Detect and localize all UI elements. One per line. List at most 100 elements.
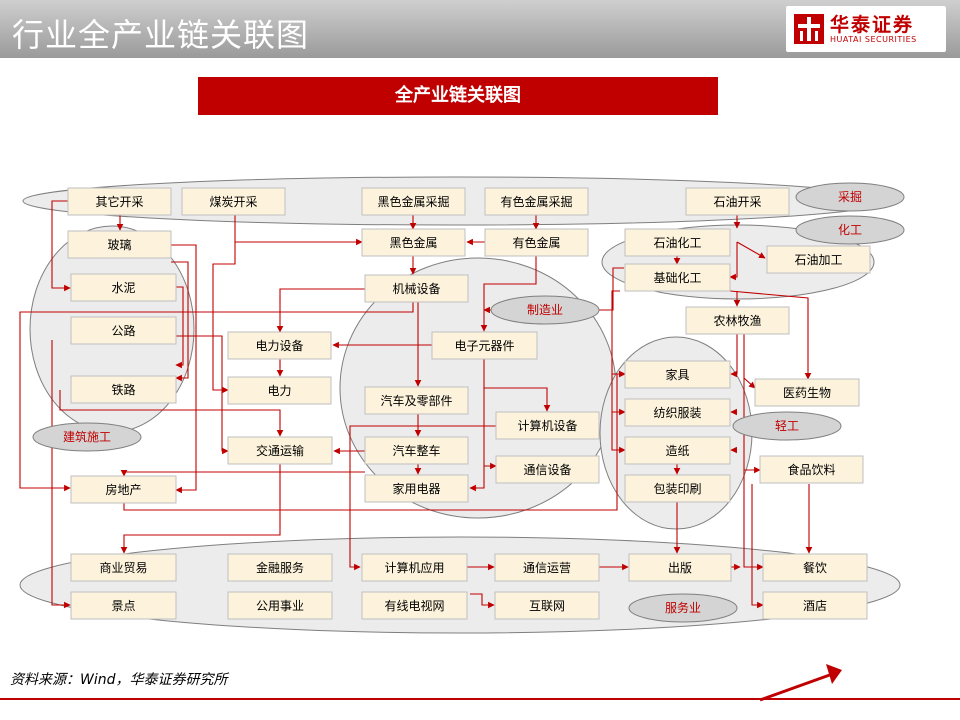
edge [483, 358, 551, 412]
node-qiche-zc-box [364, 436, 469, 465]
node-label: 商业贸易 [99, 560, 147, 575]
node-label: 计算机设备 [517, 418, 577, 433]
tag-manufacturing-label: 制造业 [527, 303, 563, 317]
node-label: 有色金属 [512, 235, 560, 250]
node-label: 基础化工 [653, 271, 701, 285]
node-label: 玻璃 [107, 238, 131, 252]
edge [120, 470, 365, 477]
node-dianli-box [227, 376, 332, 405]
tag-manufacturing [490, 295, 600, 325]
node-jisuanji-yy-box [361, 553, 468, 582]
node-label: 其它开采 [95, 194, 143, 209]
edge [729, 290, 812, 380]
node-label: 景点 [111, 599, 135, 613]
edge-layer [19, 200, 813, 609]
logo-text-cn: 华泰证券 [830, 14, 915, 36]
node-label: 通信运营 [523, 561, 571, 575]
edge [175, 286, 184, 369]
node-dianzi-box [431, 331, 538, 360]
node-label: 金融服务 [256, 560, 304, 575]
page-title: 行业全产业链关联图 [12, 16, 310, 54]
node-label: 机械设备 [392, 281, 440, 296]
edge [276, 288, 365, 333]
node-jingdian-box [70, 591, 177, 620]
node-youse-cai-box [484, 187, 589, 216]
node-shiyou-kai-box [685, 187, 790, 216]
node-jiayong-box [364, 474, 469, 503]
node-jiudian-box [762, 591, 868, 620]
node-label: 通信设备 [523, 463, 571, 477]
edge [743, 377, 756, 389]
node-label: 铁路 [111, 382, 135, 397]
edge [469, 466, 485, 492]
node-label: 家用电器 [392, 481, 440, 496]
node-canyin-box [762, 553, 868, 582]
node-label: 农林牧渔 [713, 314, 761, 328]
node-label: 出版 [668, 561, 692, 575]
node-label: 石油加工 [794, 253, 842, 267]
node-label: 水泥 [111, 281, 135, 295]
node-tongxin-sb-box [495, 455, 600, 484]
node-label: 汽车及零部件 [380, 393, 452, 408]
node-qita-box [67, 187, 172, 216]
node-qiche-bj-box [364, 386, 469, 415]
edge [743, 470, 764, 571]
node-jiaotong-box [227, 436, 333, 465]
node-youse-box [484, 228, 589, 257]
node-gonggong-box [227, 591, 333, 620]
node-label: 食品饮料 [787, 462, 835, 477]
node-shuini-box [70, 273, 177, 302]
node-nonglin-box [685, 306, 790, 335]
node-heise-box [361, 228, 466, 257]
node-jiaju-box [624, 360, 731, 389]
node-tielu-box [70, 375, 177, 404]
node-label: 公路 [111, 323, 135, 338]
edge [171, 244, 197, 494]
edge [176, 335, 229, 455]
node-heise-cai-box [361, 187, 466, 216]
node-label: 汽车整车 [392, 443, 440, 458]
tag-construction [32, 422, 142, 452]
node-label: 黑色金属采掘 [377, 194, 449, 209]
header-bar: 行业全产业链关联图 华泰证券 HUATAI SECURITIES [0, 0, 960, 58]
node-fangzhi-box [624, 398, 731, 427]
node-label: 酒店 [803, 599, 827, 613]
edge [171, 261, 189, 382]
node-hulianwang-box [494, 591, 600, 620]
tag-chemical [795, 215, 905, 245]
node-label: 房地产 [105, 482, 141, 497]
edge [751, 484, 764, 609]
node-dianli-sb-box [227, 331, 332, 360]
node-label: 家具 [665, 367, 689, 382]
edge [611, 290, 626, 378]
node-zaozhi-box [624, 436, 731, 465]
tag-service [628, 593, 738, 623]
node-label: 造纸 [665, 444, 689, 458]
edge [730, 334, 738, 378]
node-youxian-box [361, 591, 468, 620]
node-label: 包装印刷 [653, 482, 701, 496]
tag-service-label: 服务业 [665, 600, 701, 615]
node-jinrong-box [227, 553, 333, 582]
node-label: 互联网 [529, 599, 565, 613]
node-label: 电力 [267, 384, 291, 398]
tag-light [732, 411, 842, 441]
edge [120, 464, 281, 554]
node-tongxin-yy-box [494, 553, 600, 582]
huatai-logo-icon [794, 14, 824, 44]
edge [212, 242, 236, 394]
node-label: 纺织服装 [653, 406, 701, 420]
node-label: 电力设备 [255, 339, 303, 353]
source-note: 资料来源：Wind，华泰证券研究所 [10, 672, 228, 688]
diagram-banner-title: 全产业链关联图 [198, 77, 718, 115]
tag-mining [795, 182, 905, 212]
node-label: 电子元器件 [454, 339, 514, 353]
edge [123, 370, 626, 511]
node-chuban-box [628, 553, 732, 582]
node-label: 石油化工 [653, 236, 701, 250]
node-shipin-box [759, 455, 864, 484]
node-label: 有色金属采掘 [500, 194, 572, 209]
node-label: 有线电视网 [384, 598, 444, 613]
node-label: 计算机应用 [384, 560, 444, 575]
